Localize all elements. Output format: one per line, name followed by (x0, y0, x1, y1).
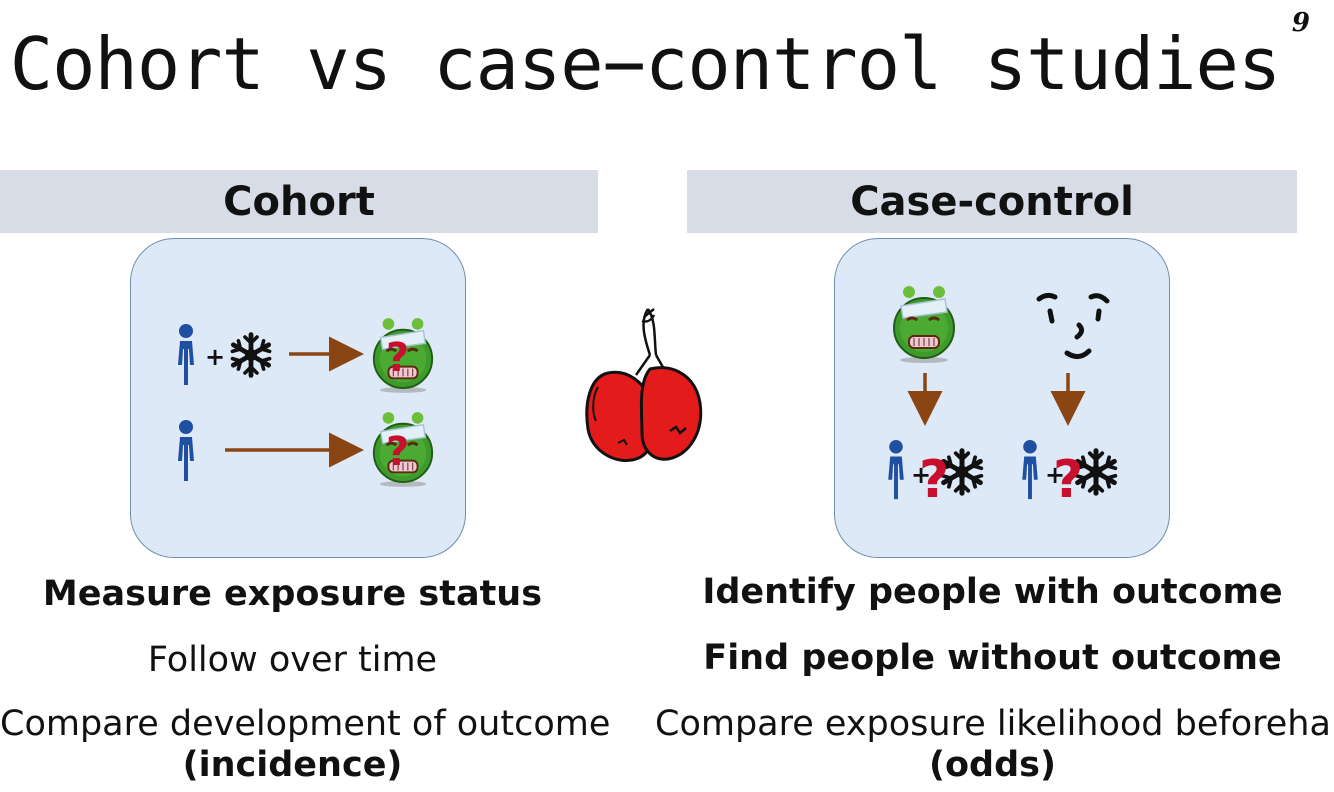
sick-face-icon (892, 284, 956, 365)
cohort-measure-term: (incidence) (182, 745, 403, 785)
plus-sign: + (1045, 461, 1065, 489)
question-mark: ? (1053, 450, 1083, 510)
neutral-face-icon (1036, 292, 1110, 359)
person-icon (888, 439, 904, 500)
plus-sign: + (205, 343, 225, 371)
person-icon (178, 420, 194, 481)
slide-title: Cohort vs case−control studies (9, 22, 1281, 106)
case-control-diagram: + ? + ? (834, 238, 1170, 558)
case-step-find: Find people without outcome (703, 638, 1282, 678)
case-control-header: Case-control (687, 170, 1297, 233)
case-step-identify: Identify people with outcome (702, 572, 1283, 612)
cohort-step-compare: Compare development of outcome (0, 704, 611, 744)
case-measure-term: (odds) (929, 745, 1056, 785)
cohort-step-measure: Measure exposure status (42, 574, 543, 614)
slide-number: 9 (1291, 8, 1310, 38)
cohort-header: Cohort (0, 170, 598, 233)
cohort-step-follow: Follow over time (147, 640, 438, 680)
boxing-gloves-icon (585, 308, 703, 462)
person-icon (1022, 439, 1038, 500)
cohort-diagram: + ? ? (130, 238, 466, 558)
person-icon (178, 324, 194, 385)
question-mark: ? (919, 450, 949, 510)
case-step-compare: Compare exposure likelihood beforehand (655, 704, 1334, 744)
snowflake-icon (232, 335, 269, 376)
plus-sign: + (911, 461, 931, 489)
question-mark: ? (386, 335, 409, 381)
question-mark: ? (386, 429, 409, 475)
